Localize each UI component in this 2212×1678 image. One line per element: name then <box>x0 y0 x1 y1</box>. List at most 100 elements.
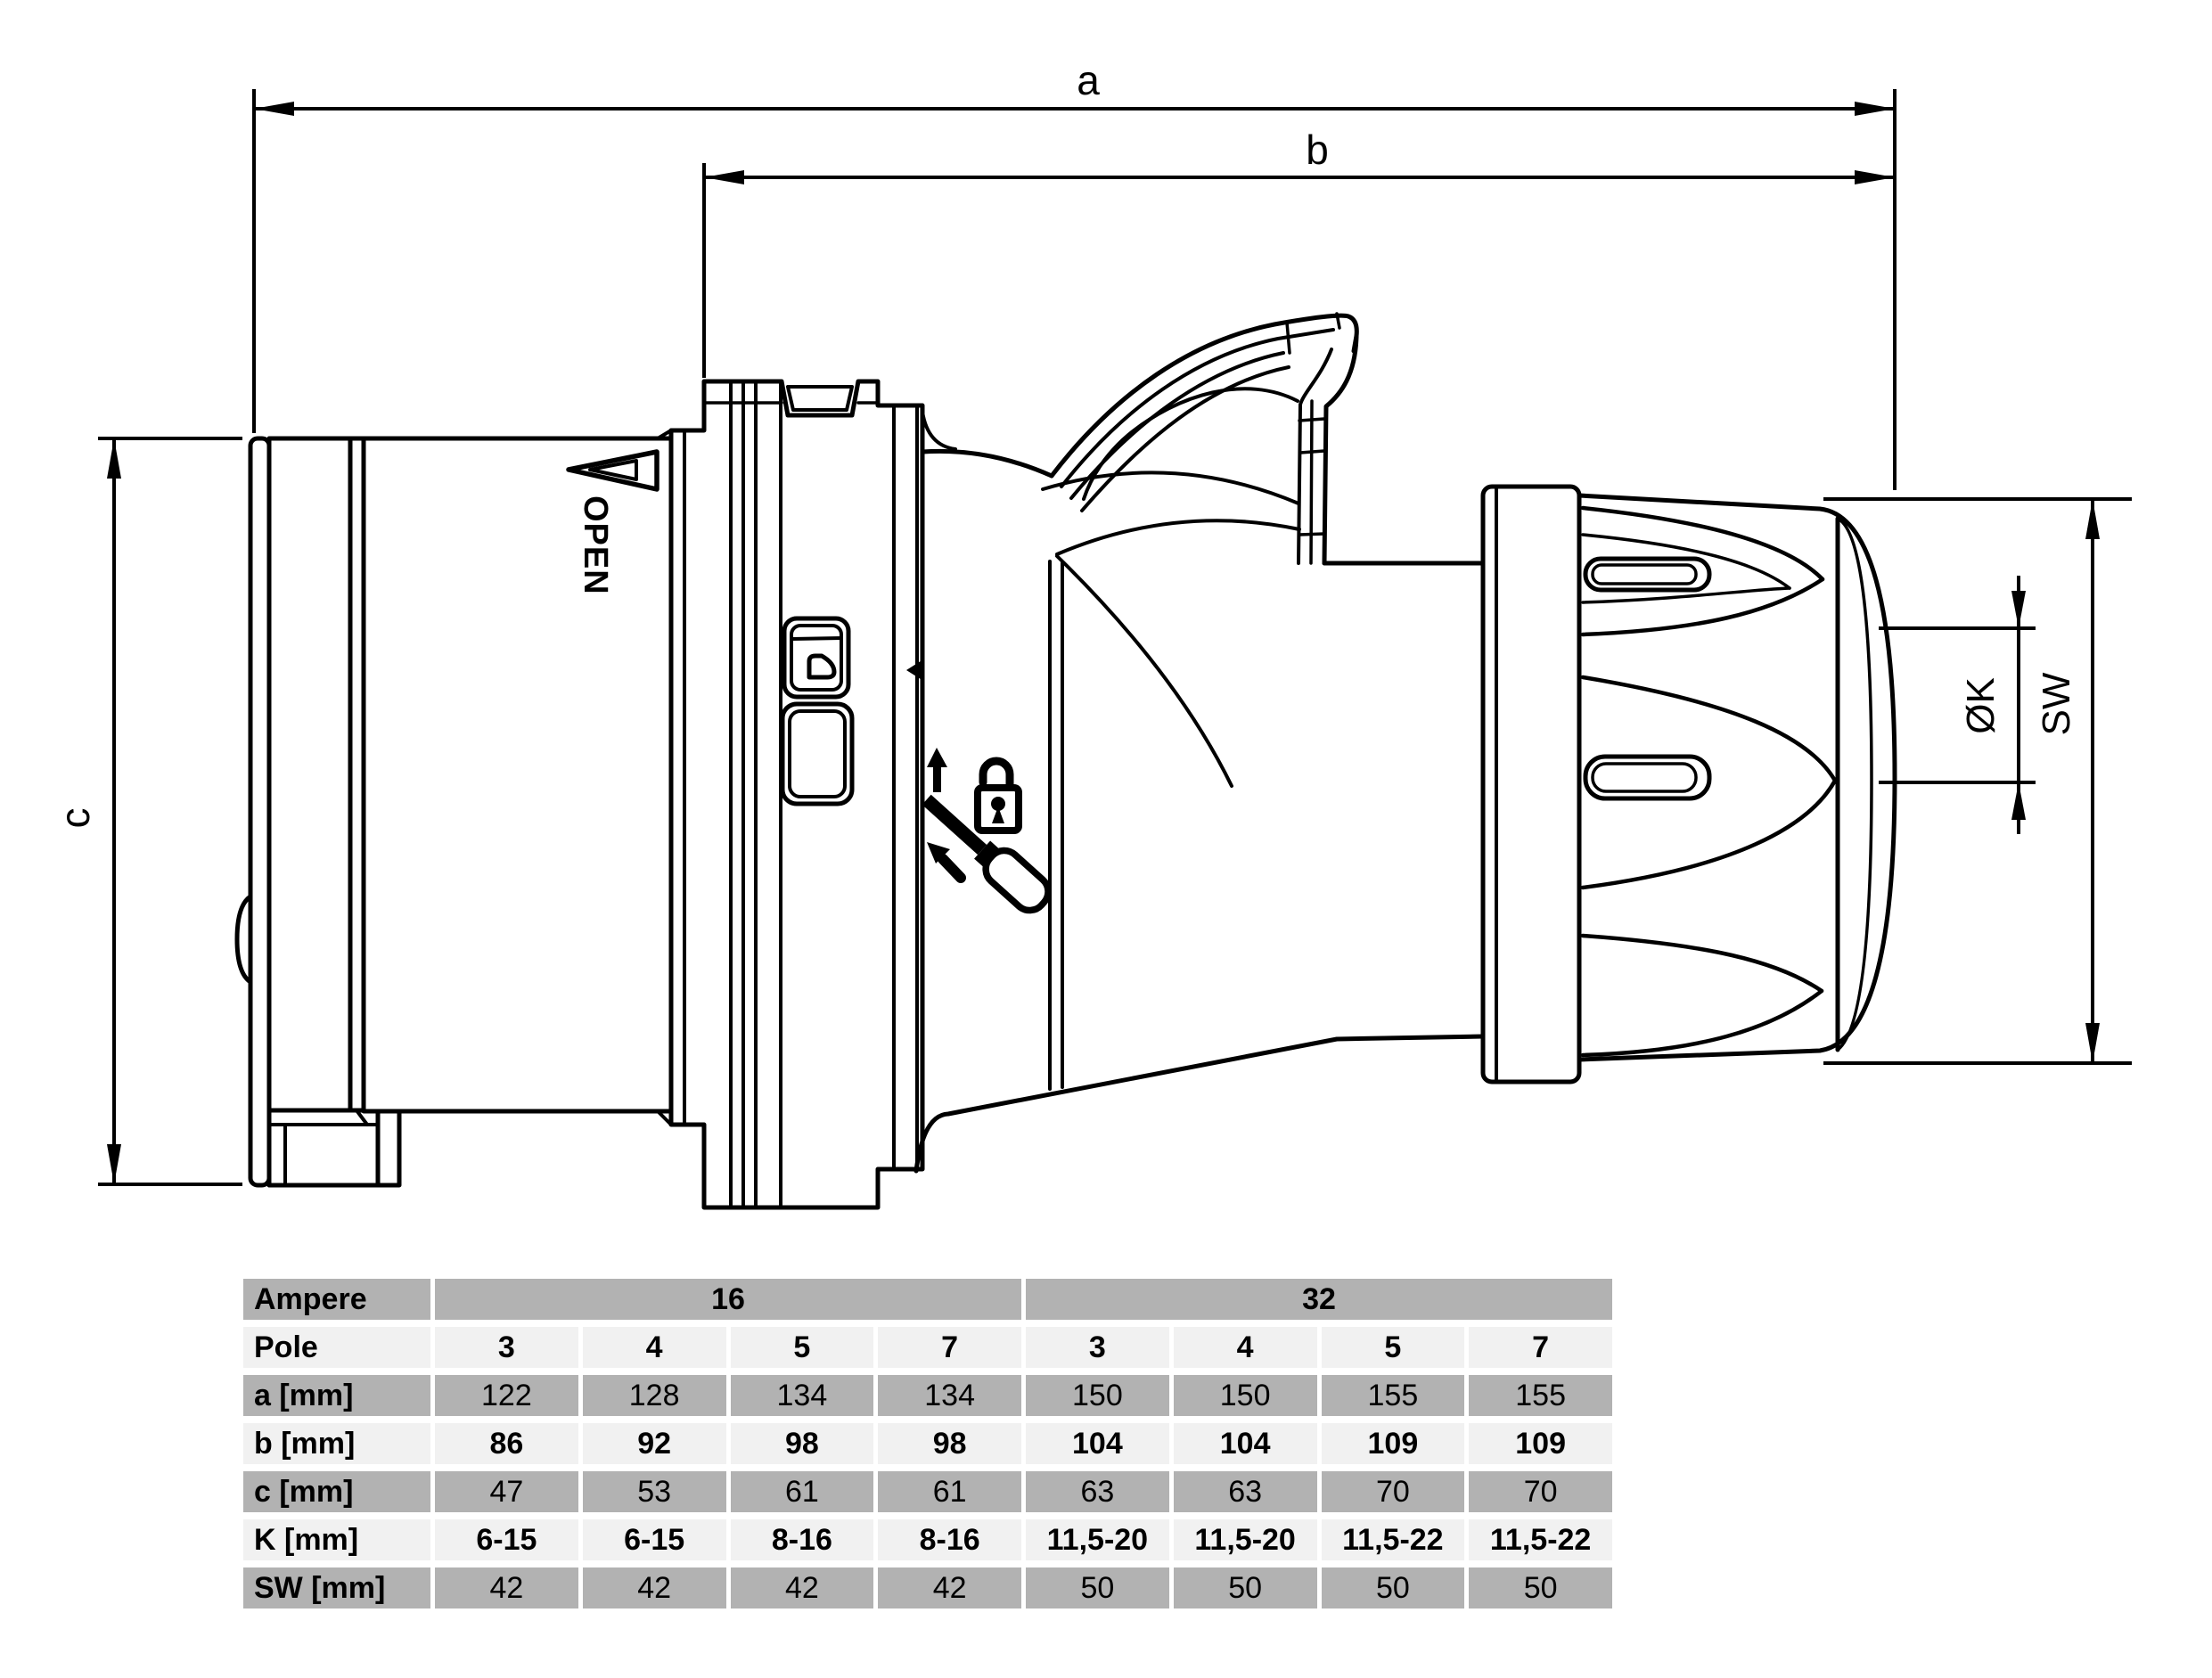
table-cell: 92 <box>582 1423 726 1464</box>
dimension-a: a <box>252 57 1897 490</box>
table-cell: 61 <box>878 1471 1021 1512</box>
dim-label-k: ØK <box>1959 677 2003 734</box>
table-cell: 70 <box>1469 1471 1612 1512</box>
screwdriver-icon <box>922 794 1052 914</box>
table-cell: 5 <box>730 1327 874 1368</box>
ampere-group-cell: 32 <box>1026 1279 1612 1320</box>
table-cell: 50 <box>1469 1567 1612 1608</box>
table-cell: 122 <box>435 1375 578 1416</box>
tulip-petals <box>1580 505 1838 1058</box>
table-cell: 4 <box>1173 1327 1317 1368</box>
dim-label-a: a <box>1077 57 1100 103</box>
table-header-label: Ampere <box>243 1279 430 1320</box>
row-label: K [mm] <box>243 1519 430 1560</box>
dimension-k: ØK <box>1879 576 2036 834</box>
contact-pins <box>1583 556 1712 801</box>
dome-contour <box>1041 471 1300 505</box>
device-outline: OPEN <box>234 312 1897 1210</box>
arrow-up-icon <box>107 438 121 479</box>
top-latch-window <box>786 385 854 412</box>
table-cell: 50 <box>1026 1567 1169 1608</box>
latch-button-lower <box>780 701 855 806</box>
dome-contour <box>1055 519 1301 556</box>
arrow-down-icon <box>2085 1023 2100 1063</box>
ampere-group-cell: 16 <box>435 1279 1021 1320</box>
row-label: c [mm] <box>243 1471 430 1512</box>
arrow-up-icon <box>2011 782 2026 820</box>
row-label: Pole <box>243 1327 430 1368</box>
dimension-annotations: a b c ØK <box>52 57 2132 1186</box>
arrow-down-icon <box>107 1144 121 1184</box>
table-cell: 128 <box>582 1375 726 1416</box>
arrow-right-icon <box>1855 102 1895 116</box>
latch-glyph-icon <box>807 653 837 680</box>
table-cell: 11,5-20 <box>1173 1519 1317 1560</box>
table-cell: 8-16 <box>730 1519 874 1560</box>
table-cell: 109 <box>1321 1423 1465 1464</box>
cage-collar <box>1480 484 1582 1085</box>
dim-label-b: b <box>1306 127 1329 173</box>
table-cell: 6-15 <box>435 1519 578 1560</box>
arrow-left-icon <box>704 170 744 184</box>
table-cell: 104 <box>1173 1423 1317 1464</box>
table-cell: 150 <box>1026 1375 1169 1416</box>
table-cell: 109 <box>1469 1423 1612 1464</box>
table-cell: 11,5-22 <box>1321 1519 1465 1560</box>
table-cell: 8-16 <box>878 1519 1021 1560</box>
table-cell: 6-15 <box>582 1519 726 1560</box>
table-cell: 98 <box>878 1423 1021 1464</box>
open-triangle-inner-icon <box>588 459 638 481</box>
table-cell: 53 <box>582 1471 726 1512</box>
table-cell: 61 <box>730 1471 874 1512</box>
table-cell: 4 <box>582 1327 726 1368</box>
row-label: a [mm] <box>243 1375 430 1416</box>
table-cell: 5 <box>1321 1327 1465 1368</box>
table-cell: 104 <box>1026 1423 1169 1464</box>
table-cell: 155 <box>1321 1375 1465 1416</box>
main-cylinder <box>361 429 674 1126</box>
table-cell: 42 <box>435 1567 578 1608</box>
table-cell: 7 <box>878 1327 1021 1368</box>
position-marker-icon <box>906 659 923 681</box>
mid-body <box>913 312 1486 1174</box>
dimension-b: b <box>702 127 1895 378</box>
table-cell: 98 <box>730 1423 874 1464</box>
unlock-instruction-icons <box>922 748 1052 914</box>
open-padlock-icon <box>974 757 1022 834</box>
flange-section <box>668 379 925 1210</box>
table-cell: 3 <box>1026 1327 1169 1368</box>
table-cell: 155 <box>1469 1375 1612 1416</box>
table-cell: 7 <box>1469 1327 1612 1368</box>
table-cell: 134 <box>730 1375 874 1416</box>
row-label: b [mm] <box>243 1423 430 1464</box>
table-cell: 47 <box>435 1471 578 1512</box>
table-cell: 50 <box>1173 1567 1317 1608</box>
contact-cage <box>1577 493 1897 1062</box>
grip-handle <box>1049 312 1359 566</box>
dim-label-sw: SW <box>2035 672 2078 735</box>
table-cell: 70 <box>1321 1471 1465 1512</box>
table-cell: 3 <box>435 1327 578 1368</box>
arrow-up-icon <box>927 748 947 792</box>
dimension-sw: SW <box>1823 497 2132 1065</box>
arrow-up-icon <box>2085 499 2100 539</box>
dimension-c: c <box>52 437 242 1186</box>
table-cell: 63 <box>1026 1471 1169 1512</box>
table-cell: 63 <box>1173 1471 1317 1512</box>
table-cell: 134 <box>878 1375 1021 1416</box>
table-cell: 86 <box>435 1423 578 1464</box>
gland-foot <box>266 1108 402 1188</box>
table-cell: 50 <box>1321 1567 1465 1608</box>
arrow-right-icon <box>1855 170 1895 184</box>
latch-button-upper <box>782 616 851 700</box>
table-cell: 150 <box>1173 1375 1317 1416</box>
